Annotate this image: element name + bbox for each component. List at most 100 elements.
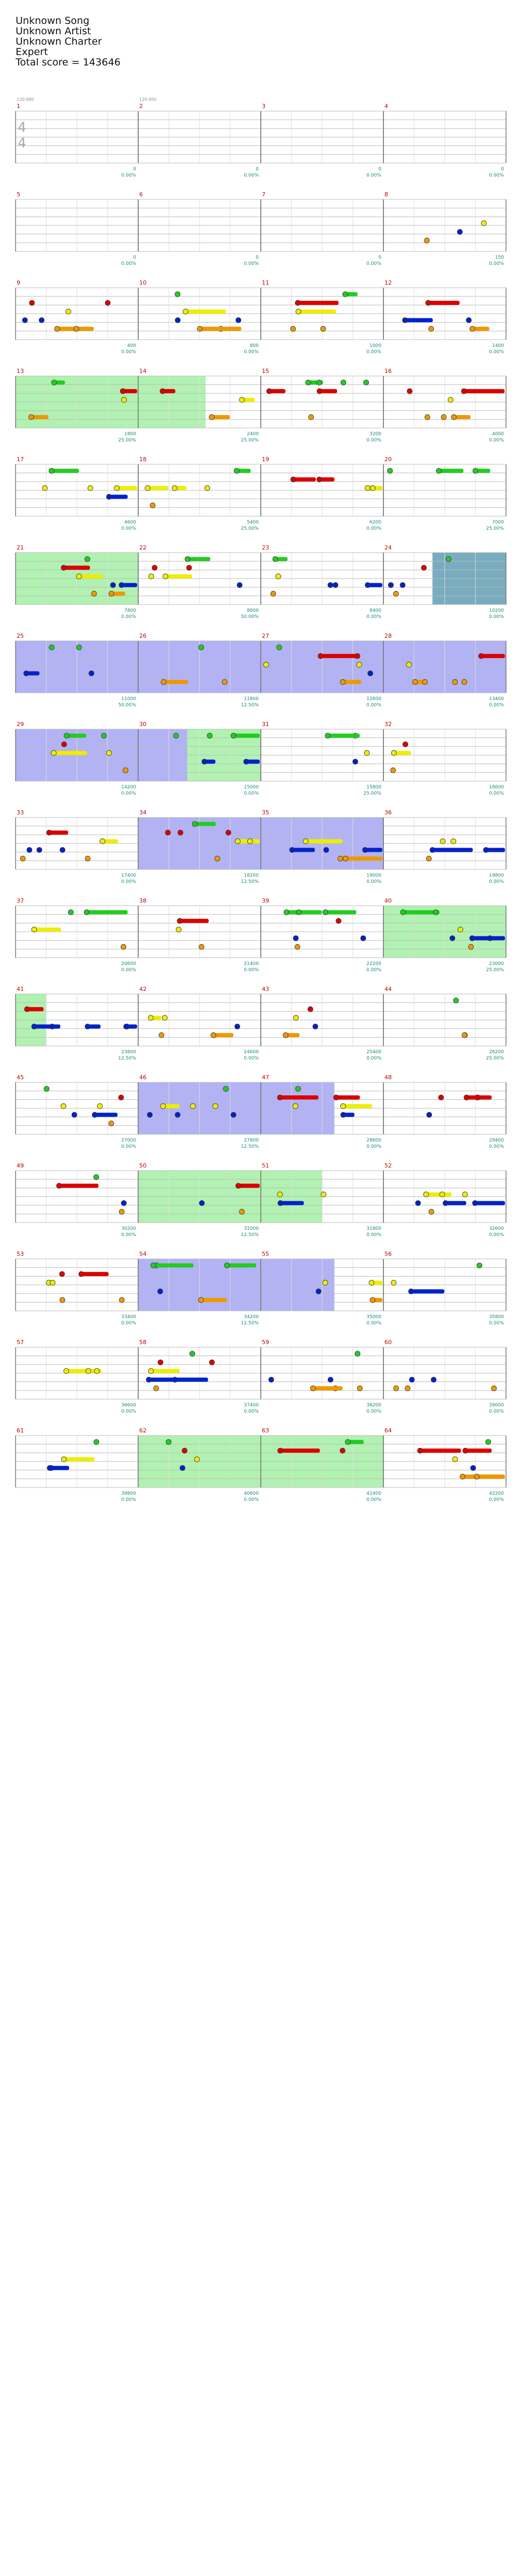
note xyxy=(176,927,182,933)
measure-number: 22 xyxy=(139,544,147,551)
measure-number: 52 xyxy=(384,1162,392,1169)
note xyxy=(450,838,457,844)
bpm-marker: 120.000 xyxy=(139,97,156,102)
note xyxy=(49,1280,56,1286)
note xyxy=(452,679,458,685)
note xyxy=(363,380,369,385)
sustain-note xyxy=(162,389,176,394)
note xyxy=(234,1024,241,1029)
measure-number: 14 xyxy=(139,368,147,374)
note xyxy=(356,662,362,668)
sustain-note xyxy=(102,839,118,843)
note xyxy=(76,573,82,580)
sustain-note xyxy=(305,839,343,843)
note xyxy=(453,998,459,1003)
measure-number: 46 xyxy=(139,1074,147,1081)
note xyxy=(317,653,324,659)
note xyxy=(438,1094,444,1101)
note xyxy=(91,1112,98,1118)
note xyxy=(199,1200,205,1206)
note xyxy=(439,1191,445,1198)
score-percent: 0.00% xyxy=(121,261,136,266)
note xyxy=(150,502,156,508)
note xyxy=(276,645,282,650)
measure-number: 61 xyxy=(17,1427,24,1434)
score-percent: 0.00% xyxy=(489,1497,504,1502)
score-percent: 0.00% xyxy=(366,1409,381,1414)
note xyxy=(56,1183,62,1189)
cumulative-score: 0 xyxy=(256,255,259,260)
note xyxy=(277,1191,283,1198)
sustain-note xyxy=(472,327,489,331)
score-percent: 12.50% xyxy=(241,1321,259,1326)
score-percent: 0.00% xyxy=(121,1144,136,1149)
measure-number: 64 xyxy=(384,1427,392,1434)
time-signature-bottom: 4 xyxy=(18,136,26,151)
sustain-note xyxy=(426,1192,451,1197)
measure-number: 60 xyxy=(384,1339,392,1346)
sustain-note xyxy=(280,1095,318,1100)
measure-number: 31 xyxy=(262,721,269,728)
measure-number: 43 xyxy=(262,986,269,992)
measure-number: 12 xyxy=(384,279,392,286)
cumulative-score: 1800 xyxy=(124,432,136,437)
note xyxy=(428,326,434,332)
note xyxy=(85,855,91,862)
sustain-note xyxy=(293,477,316,482)
measure-number: 27 xyxy=(262,633,269,639)
note xyxy=(365,485,370,491)
sustain-note xyxy=(81,1272,109,1277)
sustain-note xyxy=(165,574,192,579)
note xyxy=(272,556,278,562)
note xyxy=(235,1183,242,1189)
cumulative-score: 23000 xyxy=(489,961,504,967)
note xyxy=(483,847,489,853)
note xyxy=(266,388,272,394)
note xyxy=(407,388,413,394)
cumulative-score: 35000 xyxy=(366,1314,381,1320)
sustain-note xyxy=(343,1104,373,1108)
sustain-note xyxy=(185,309,226,314)
score-percent: 25.00% xyxy=(118,438,137,443)
score-percent: 0.00% xyxy=(489,1144,504,1149)
cumulative-score: 4600 xyxy=(124,520,136,525)
note xyxy=(289,847,295,853)
note xyxy=(400,582,406,588)
sustain-note xyxy=(313,1386,343,1391)
note xyxy=(157,1289,163,1294)
note xyxy=(423,1191,429,1198)
measure-number: 39 xyxy=(262,897,269,904)
note xyxy=(421,565,427,571)
sustain-note xyxy=(428,301,460,305)
score-percent: 0.00% xyxy=(244,261,259,266)
cumulative-score: 19800 xyxy=(489,873,504,878)
note xyxy=(223,1086,229,1092)
note xyxy=(452,1456,458,1463)
note xyxy=(198,944,205,950)
measure-number: 57 xyxy=(17,1339,24,1346)
note xyxy=(224,1263,230,1268)
note xyxy=(491,1385,497,1391)
cumulative-score: 2400 xyxy=(247,432,259,437)
note xyxy=(340,380,347,385)
sustain-note xyxy=(336,1095,360,1100)
note xyxy=(365,582,371,588)
score-percent: 12.50% xyxy=(118,1056,137,1061)
measure-number: 3 xyxy=(262,103,265,110)
cumulative-score: 23800 xyxy=(121,1050,136,1055)
cumulative-score: 29400 xyxy=(489,1138,504,1143)
cumulative-score: 30200 xyxy=(121,1226,136,1231)
note xyxy=(236,582,243,588)
sustain-note xyxy=(238,1184,260,1188)
note xyxy=(322,909,328,915)
measure-number: 44 xyxy=(384,986,392,992)
sustain-note xyxy=(151,1015,162,1020)
note xyxy=(443,1200,448,1206)
score-percent: 25.00% xyxy=(241,526,259,531)
cumulative-score: 32600 xyxy=(489,1226,504,1231)
note xyxy=(370,485,376,491)
cumulative-score: 15800 xyxy=(366,785,381,790)
cumulative-score: 7000 xyxy=(492,520,504,525)
note xyxy=(186,565,192,571)
note xyxy=(197,326,203,332)
